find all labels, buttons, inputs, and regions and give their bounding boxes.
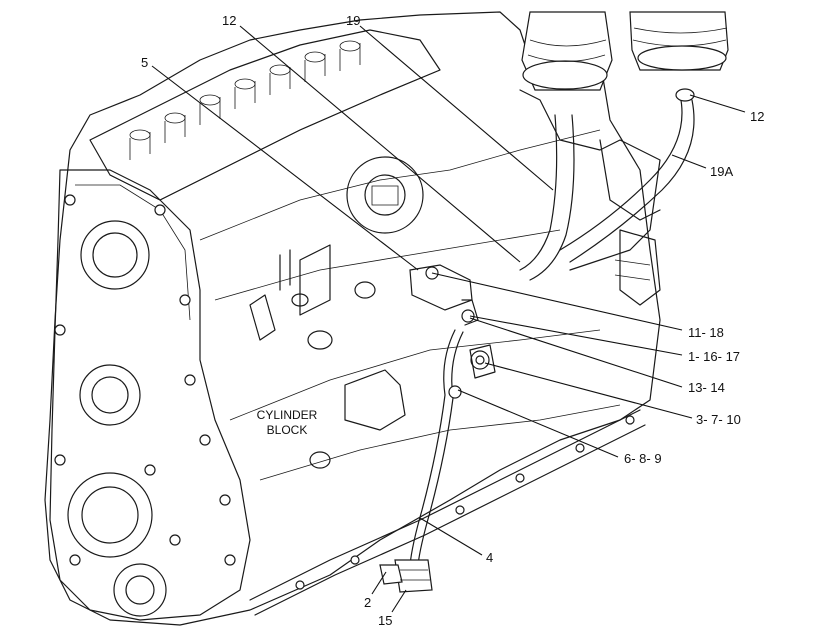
leader-15 (391, 589, 407, 613)
leader-11-18 (431, 272, 683, 331)
leader-5 (151, 65, 419, 271)
leader-12-right (689, 94, 746, 113)
callout-19: 19 (346, 13, 360, 28)
callout-4: 4 (486, 550, 493, 565)
leader-4 (419, 517, 483, 556)
engine-illustration (44, 11, 729, 626)
leader-lines (151, 25, 746, 613)
callout-6-8-9: 6- 8- 9 (624, 451, 662, 466)
callout-5: 5 (141, 55, 148, 70)
callout-3-7-10: 3- 7- 10 (696, 412, 741, 427)
leader-12-top (239, 25, 521, 263)
callout-12-top: 12 (222, 13, 236, 28)
callout-2: 2 (364, 595, 371, 610)
callout-1-16-17: 1- 16- 17 (688, 349, 740, 364)
callout-15: 15 (378, 613, 392, 628)
callout-19a: 19A (710, 164, 733, 179)
leader-19 (359, 25, 554, 191)
leader-1-16-17 (469, 315, 683, 356)
leader-13-14 (469, 317, 683, 388)
block-label-line-2: BLOCK (267, 423, 308, 437)
leader-6-8-9 (457, 389, 619, 458)
callout-13-14: 13- 14 (688, 380, 725, 395)
block-label-line-1: CYLINDER (257, 408, 318, 422)
leader-19a (671, 154, 707, 169)
callout-11-18: 11- 18 (688, 325, 724, 340)
callout-12-right: 12 (750, 109, 764, 124)
leader-2 (371, 571, 387, 595)
callouts: 12 19 5 12 19A 11- 18 1- 16- 17 13- 14 3… (141, 13, 764, 628)
leader-3-7-10 (484, 362, 693, 419)
